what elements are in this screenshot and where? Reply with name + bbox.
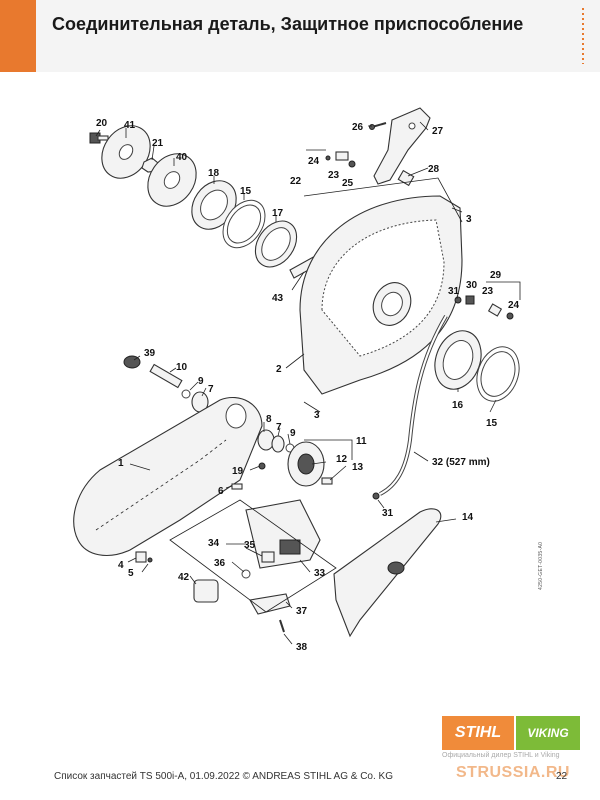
- label-14: 14: [462, 512, 474, 523]
- label-6: 6: [218, 486, 224, 497]
- label-5: 5: [128, 568, 134, 579]
- document-code: 4250-GET-0035-A0: [538, 541, 544, 590]
- label-40: 40: [176, 152, 188, 163]
- header-accent-bar: [0, 0, 36, 72]
- site-watermark: STRUSSIA.RU: [456, 764, 570, 781]
- label-24a: 24: [308, 156, 320, 167]
- label-34: 34: [208, 538, 220, 549]
- label-39: 39: [144, 348, 156, 359]
- valve-42: [193, 579, 219, 603]
- ring-9-upper: [181, 389, 191, 399]
- dealer-text: Официальный дилер STIHL и Viking: [442, 752, 560, 759]
- label-43: 43: [272, 293, 284, 304]
- pin-31-lower: [372, 492, 380, 500]
- label-22: 22: [290, 176, 302, 187]
- label-35: 35: [244, 540, 256, 551]
- label-31a: 31: [448, 286, 460, 297]
- label-32: 32 (527 mm): [432, 457, 490, 468]
- shaft-10: [149, 363, 183, 389]
- pin-31-upper: [454, 296, 462, 304]
- header-bar: [36, 0, 600, 72]
- stihl-logo: STIHL: [442, 716, 514, 750]
- label-26: 26: [352, 122, 364, 133]
- label-16: 16: [452, 400, 464, 411]
- footer-text: Список запчастей TS 500i-A, 01.09.2022 ©…: [54, 771, 393, 782]
- label-2: 2: [276, 364, 282, 375]
- label-3a: 3: [466, 214, 472, 225]
- label-1: 1: [118, 458, 124, 469]
- screw-30: [465, 295, 475, 305]
- label-15b: 15: [486, 418, 498, 429]
- arm-1: [73, 396, 263, 556]
- viking-logo: VIKING: [516, 716, 580, 750]
- guard-2: [299, 195, 463, 395]
- label-20: 20: [96, 118, 108, 129]
- label-21: 21: [152, 138, 164, 149]
- pin-6: [231, 483, 243, 490]
- bearing-8: [257, 429, 275, 451]
- label-13: 13: [352, 462, 364, 473]
- label-30: 30: [466, 280, 478, 291]
- label-4: 4: [118, 560, 124, 571]
- belt-cover-14: [333, 508, 442, 638]
- bracket-27: [373, 107, 431, 185]
- nut-24-right: [506, 312, 514, 320]
- label-15a: 15: [240, 186, 252, 197]
- label-37: 37: [296, 606, 308, 617]
- label-17: 17: [272, 208, 284, 219]
- label-33: 33: [314, 568, 326, 579]
- screw-38: [279, 619, 285, 633]
- label-9a: 9: [198, 376, 204, 387]
- label-38: 38: [296, 642, 308, 653]
- label-24b: 24: [508, 300, 520, 311]
- fitting-35: [261, 551, 275, 563]
- label-7b: 7: [276, 422, 282, 433]
- pulley-12: [287, 441, 325, 487]
- label-12: 12: [336, 454, 348, 465]
- disc-41: [101, 125, 151, 179]
- label-9b: 9: [290, 428, 296, 439]
- label-36: 36: [214, 558, 226, 569]
- label-19: 19: [232, 466, 244, 477]
- screw-13: [321, 477, 333, 485]
- label-11: 11: [356, 436, 367, 447]
- page-title: Соединительная деталь, Защитное приспосо…: [52, 14, 524, 34]
- bearing-7-lower: [271, 435, 285, 453]
- label-23b: 23: [482, 286, 494, 297]
- bearing-18: [191, 180, 237, 230]
- label-29: 29: [490, 270, 502, 281]
- screw-assembly-22: [325, 151, 356, 168]
- label-23a: 23: [328, 170, 340, 181]
- label-7a: 7: [208, 384, 214, 395]
- header-dotted-rule: [582, 8, 584, 64]
- label-27: 27: [432, 126, 444, 137]
- cover-33: [245, 499, 321, 569]
- screw-23-right: [487, 303, 503, 317]
- disc-40: [147, 153, 197, 207]
- page-number: 22: [556, 771, 568, 782]
- bracket-4-5: [135, 551, 153, 563]
- ring-17: [254, 220, 298, 268]
- label-10: 10: [176, 362, 188, 373]
- label-41: 41: [124, 120, 136, 131]
- label-31b: 31: [382, 508, 394, 519]
- bolt-20: [89, 132, 109, 144]
- label-25: 25: [342, 178, 354, 189]
- ring-16: [434, 330, 482, 390]
- parts-diagram: 20 41 21 40 18 15 17 43 26 27 24 22 23 2…: [73, 107, 521, 653]
- label-42: 42: [178, 572, 190, 583]
- label-3b: 3: [314, 410, 320, 421]
- label-18: 18: [208, 168, 220, 179]
- ring-15-upper: [222, 199, 266, 249]
- label-28: 28: [428, 164, 440, 175]
- label-8: 8: [266, 414, 272, 425]
- ring-15-lower: [476, 346, 520, 402]
